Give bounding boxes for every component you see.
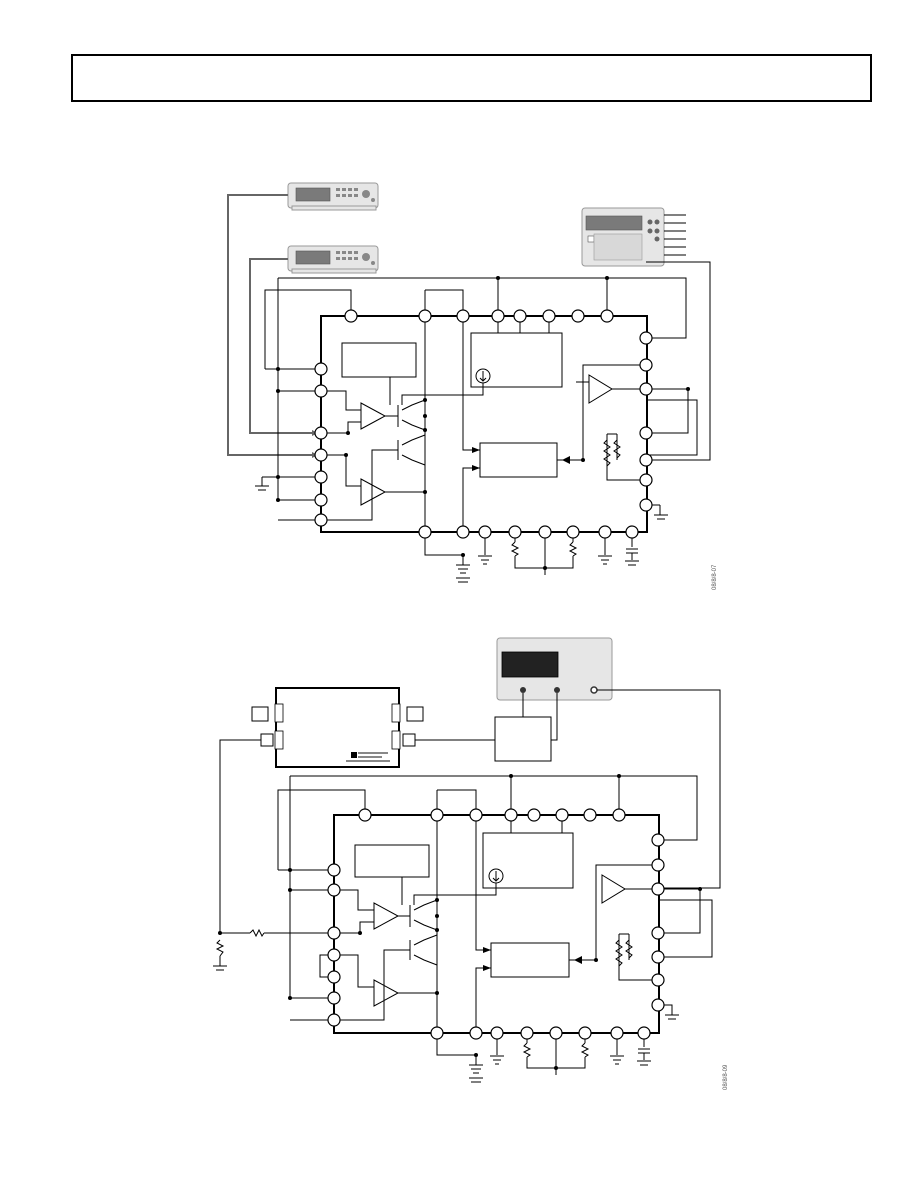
op-amp-icon — [601, 874, 626, 904]
ground-icon — [478, 555, 492, 565]
resistor-icon — [615, 939, 623, 967]
spectrum-analyzer-icon — [496, 637, 613, 701]
op-amp-icon — [360, 478, 387, 506]
ground-icon — [598, 555, 612, 565]
resistor-icon — [249, 928, 265, 938]
resistor-icon — [522, 1042, 532, 1058]
op-amp-icon — [588, 374, 613, 404]
ground-icon — [625, 560, 639, 566]
current-source-icon — [488, 868, 504, 884]
resistor-icon — [580, 1042, 590, 1058]
capacitor-icon — [638, 1048, 650, 1060]
figure-id-label: 08/8/8-09 — [723, 1064, 729, 1090]
internal-block — [354, 844, 430, 878]
capacitor-icon — [626, 548, 638, 560]
ground-icon — [637, 1060, 651, 1066]
figure-1-test-setup: 08/8/8-07 — [227, 182, 718, 590]
ground-icon — [654, 514, 668, 520]
ground-icon — [610, 1055, 624, 1065]
evaluation-board-icon — [251, 687, 424, 768]
current-source-icon — [475, 368, 491, 384]
ground-icon — [456, 564, 470, 583]
resistor-icon — [625, 939, 633, 959]
resistor-icon — [568, 541, 578, 557]
internal-block — [341, 342, 417, 378]
internal-block — [490, 942, 570, 978]
ground-icon — [255, 485, 269, 491]
op-amp-icon — [373, 979, 400, 1007]
op-amp-icon — [373, 902, 400, 930]
signal-generator-icon — [287, 182, 379, 211]
internal-block — [479, 442, 558, 478]
ground-icon — [213, 965, 227, 971]
ground-icon — [469, 1064, 483, 1083]
op-amp-icon — [360, 402, 387, 430]
multimeter-icon — [581, 207, 665, 267]
figure-id-label: 08/8/8-07 — [712, 564, 718, 590]
ground-icon — [490, 1055, 504, 1065]
internal-block — [494, 716, 552, 762]
signal-generator-icon — [287, 245, 379, 274]
ground-icon — [665, 1014, 679, 1020]
resistor-icon — [613, 439, 621, 459]
resistor-icon — [215, 939, 225, 957]
resistor-icon — [510, 541, 520, 557]
figure-2-test-setup: 08/8/8-09 — [213, 637, 729, 1090]
resistor-icon — [603, 439, 611, 467]
header-box — [71, 54, 872, 102]
